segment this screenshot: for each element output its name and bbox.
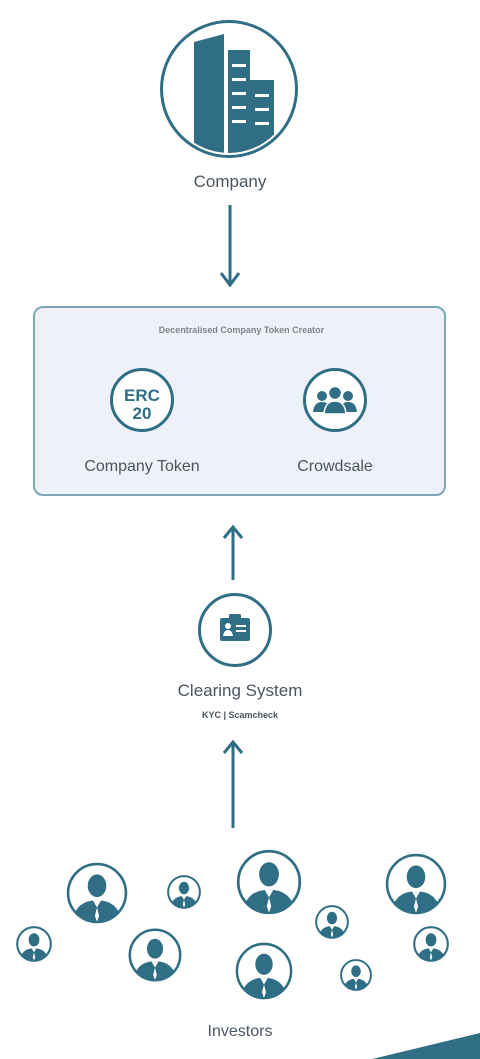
erc20-token-node: ERC 20 (110, 368, 174, 432)
company-token-label: Company Token (84, 458, 200, 475)
person-icon (315, 905, 349, 939)
clearing-system-node (198, 593, 272, 667)
building-icon (194, 34, 274, 153)
clearing-system-label: Clearing System (177, 681, 303, 700)
token-creator-box: Decentralised Company Token Creator ERC … (33, 306, 446, 496)
id-card-icon (220, 614, 250, 641)
group-people-icon (313, 385, 357, 415)
crowdsale-node (303, 368, 367, 432)
person-icon (413, 926, 449, 962)
clearing-sublabel: KYC | Scamcheck (201, 710, 279, 720)
person-icon (128, 928, 182, 982)
person-icon (16, 926, 52, 962)
erc-line2: 20 (132, 404, 152, 423)
arrow-up-icon (222, 525, 244, 580)
creator-title: Decentralised Company Token Creator (158, 325, 325, 335)
arrow-down-icon (219, 205, 241, 288)
erc-line1: ERC (124, 386, 160, 405)
company-label: Company (193, 172, 267, 191)
person-icon (235, 942, 293, 1000)
person-icon (66, 862, 128, 924)
arrow-up-icon (222, 740, 244, 828)
person-icon (167, 875, 201, 909)
person-icon (236, 849, 302, 915)
investors-label: Investors (207, 1023, 273, 1040)
crowdsale-label: Crowdsale (297, 458, 373, 475)
person-icon (385, 853, 447, 915)
company-node (160, 20, 298, 158)
person-icon (340, 959, 372, 991)
corner-swoosh (372, 1033, 480, 1059)
